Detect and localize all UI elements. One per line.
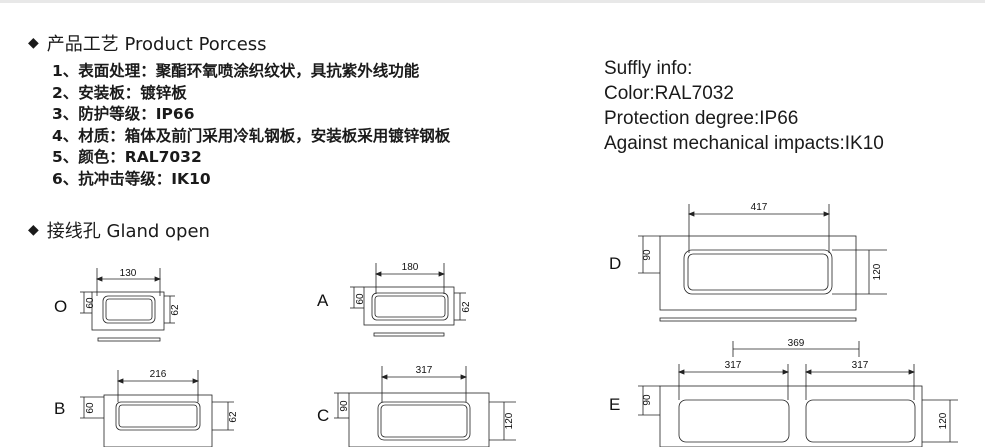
dim-width-a: 180 bbox=[402, 262, 419, 273]
spec-item: 4、材质：箱体及前门采用冷轧钢板，安装板采用镀锌钢板 bbox=[52, 126, 451, 145]
diamond-bullet-icon: ◆ bbox=[28, 222, 39, 238]
dim-height-c-outer: 90 bbox=[339, 400, 350, 412]
dim-width-e-right: 317 bbox=[852, 360, 869, 371]
dim-width-e-left: 317 bbox=[725, 360, 742, 371]
spec-item: 6、抗冲击等级：IK10 bbox=[52, 169, 211, 188]
dim-width-o: 130 bbox=[120, 268, 137, 279]
dim-height-o-inner: 62 bbox=[170, 304, 181, 316]
dim-height-b-outer: 60 bbox=[85, 402, 96, 414]
dim-height-d-inner: 120 bbox=[872, 263, 883, 280]
dim-width-b: 216 bbox=[150, 369, 167, 380]
diagram-label-o: O bbox=[54, 297, 67, 316]
dim-height-e-inner: 120 bbox=[938, 412, 949, 429]
spec-item: 3、防护等级：IP66 bbox=[52, 105, 195, 123]
supply-color: Color:RAL7032 bbox=[604, 83, 734, 104]
supply-info: Suffly info: Color:RAL7032 Protection de… bbox=[604, 56, 884, 156]
gland-diagram-b: B 216 60 62 bbox=[54, 369, 239, 447]
diagram-label-b: B bbox=[54, 399, 65, 418]
spec-item: 5、颜色：RAL7032 bbox=[52, 148, 202, 166]
dim-height-e-outer: 90 bbox=[642, 394, 653, 406]
dim-width-d: 417 bbox=[751, 202, 768, 213]
diagram-label-d: D bbox=[609, 254, 621, 273]
supply-impact: Against mechanical impacts:IK10 bbox=[604, 133, 884, 154]
spec-item: 2、安装板：镀锌板 bbox=[52, 83, 187, 102]
diagram-label-e: E bbox=[609, 395, 620, 414]
dim-height-d-outer: 90 bbox=[642, 249, 653, 261]
diamond-bullet-icon: ◆ bbox=[28, 35, 39, 51]
dim-width-c: 317 bbox=[416, 365, 433, 376]
process-heading: ◆ 产品工艺 Product Porcess bbox=[28, 30, 267, 56]
gland-diagram-e: E 369 317 317 90 120 bbox=[609, 338, 958, 447]
dim-height-o-outer: 60 bbox=[85, 297, 96, 309]
diagram-label-c: C bbox=[317, 406, 329, 425]
process-heading-text: 产品工艺 Product Porcess bbox=[46, 34, 267, 55]
gland-heading: ◆ 接线孔 Gland open bbox=[28, 217, 210, 243]
gland-diagram-d: D 417 90 120 bbox=[609, 202, 887, 322]
spec-item: 1、表面处理：聚酯环氧喷涂织纹状，具抗紫外线功能 bbox=[52, 62, 420, 80]
gland-heading-text: 接线孔 Gland open bbox=[46, 221, 210, 242]
process-spec-list: 1、表面处理：聚酯环氧喷涂织纹状，具抗紫外线功能 2、安装板：镀锌板 3、防护等… bbox=[52, 61, 450, 190]
gland-diagram-a: A 180 60 62 bbox=[317, 262, 472, 337]
dim-height-c-inner: 120 bbox=[504, 412, 515, 429]
dim-height-a-inner: 62 bbox=[461, 301, 472, 313]
dim-width-e-total: 369 bbox=[788, 338, 805, 349]
dim-height-b-inner: 62 bbox=[228, 411, 239, 423]
top-border bbox=[0, 0, 985, 3]
gland-diagram-o: O 130 60 62 bbox=[54, 268, 181, 342]
supply-protection: Protection degree:IP66 bbox=[604, 108, 799, 129]
supply-title: Suffly info: bbox=[604, 58, 693, 79]
diagram-label-a: A bbox=[317, 291, 329, 310]
dim-height-a-outer: 60 bbox=[355, 293, 366, 305]
gland-diagram-c: C 317 90 120 bbox=[317, 365, 516, 447]
